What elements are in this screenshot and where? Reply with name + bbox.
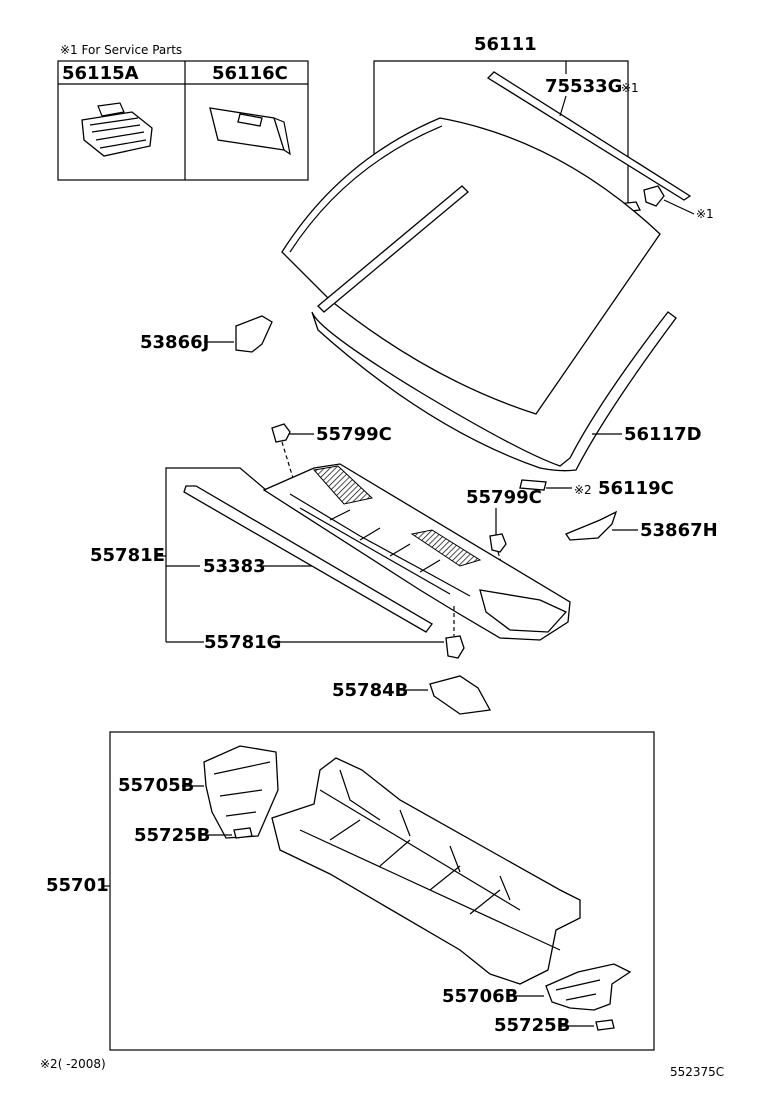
service-parts-box: 56115A 56116C	[57, 60, 309, 181]
label-56111: 56111	[474, 34, 537, 55]
label-55781E: 55781E	[90, 545, 165, 566]
label-55706B: 55706B	[442, 986, 518, 1007]
label-75533G: 75533G	[545, 76, 622, 97]
bracket-55705B-icon	[203, 745, 279, 839]
molding-75533G-icon	[486, 71, 692, 201]
label-55781G: 55781G	[204, 632, 281, 653]
clip-55781G-icon	[445, 635, 465, 659]
label-55705B: 55705B	[118, 775, 194, 796]
spacer-56119C-icon	[519, 479, 547, 491]
clip-55799C-b-icon	[489, 533, 507, 553]
label-55725B-b: 55725B	[494, 1015, 570, 1036]
nut-55725B-b-icon	[595, 1019, 615, 1031]
label-53866J: 53866J	[140, 332, 209, 353]
label-53383: 53383	[203, 556, 266, 577]
service-part-56115A: 56115A	[62, 63, 139, 84]
clip-55799C-a-icon	[271, 423, 291, 443]
cowl-top-panel-icon	[262, 463, 571, 641]
cover-55784B-icon	[429, 675, 492, 715]
label-56119C: 56119C	[598, 478, 674, 499]
leader-55781E	[165, 467, 267, 556]
label-55701: 55701	[46, 875, 109, 896]
leader-56111	[373, 60, 629, 204]
bracket-55706B-icon	[545, 963, 632, 1011]
label-55799C-a: 55799C	[316, 424, 392, 445]
label-55784B: 55784B	[332, 680, 408, 701]
diagram-code: 552375C	[670, 1065, 724, 1079]
footnote-2008: ※2( -2008)	[40, 1057, 106, 1071]
mark-1-right: ※1	[696, 207, 714, 221]
clip-icon	[643, 185, 665, 207]
label-56117D: 56117D	[624, 424, 702, 445]
label-53867H: 53867H	[640, 520, 718, 541]
bracket-53866J-icon	[235, 315, 273, 353]
pad-56116C-icon	[209, 107, 291, 156]
mark-1-top: ※1	[621, 81, 639, 95]
dash-panel-box	[109, 731, 655, 1051]
windshield-glass-icon	[281, 117, 677, 472]
label-55725B-a: 55725B	[134, 825, 210, 846]
mark-2: ※2	[574, 483, 592, 497]
service-parts-title: ※1 For Service Parts	[60, 43, 182, 57]
nut-55725B-a-icon	[233, 827, 253, 839]
clip-56115A-icon	[81, 102, 153, 157]
dash-panel-icon	[271, 757, 581, 985]
bracket-53867H-icon	[565, 510, 618, 541]
seal-53383-icon	[183, 485, 433, 633]
service-part-56116C: 56116C	[212, 63, 288, 84]
label-55799C-b: 55799C	[466, 487, 542, 508]
